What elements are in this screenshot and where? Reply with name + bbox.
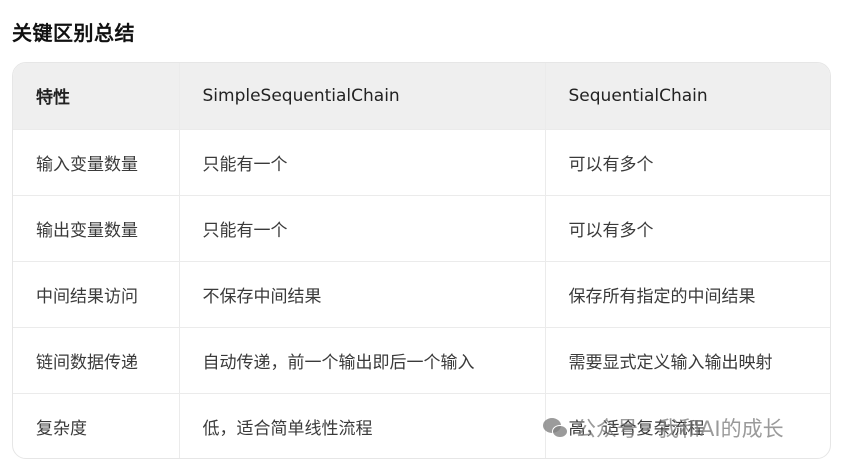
sequential-chain-cell: 可以有多个 [545,129,830,196]
comparison-table-container: 特性 SimpleSequentialChain SequentialChain… [12,62,831,459]
simple-chain-cell: 只能有一个 [179,129,546,196]
feature-cell: 中间结果访问 [13,261,180,328]
header-simple-sequential-chain: SimpleSequentialChain [179,63,546,130]
comparison-table: 特性 SimpleSequentialChain SequentialChain… [13,63,830,458]
simple-chain-cell: 只能有一个 [179,195,546,262]
simple-chain-cell: 低，适合简单线性流程 [179,393,546,458]
table-row: 中间结果访问 不保存中间结果 保存所有指定的中间结果 [13,261,830,328]
sequential-chain-cell: 高，适合复杂流程 [568,418,705,439]
table-row: 输入变量数量 只能有一个 可以有多个 [13,129,830,196]
sequential-chain-cell: 保存所有指定的中间结果 [545,261,830,328]
simple-chain-cell: 自动传递，前一个输出即后一个输入 [179,327,546,394]
table-row: 复杂度 低，适合简单线性流程 高，适合复杂流程 [13,393,830,458]
table-row: 链间数据传递 自动传递，前一个输出即后一个输入 需要显式定义输入输出映射 [13,327,830,394]
feature-cell: 链间数据传递 [13,327,180,394]
table-row: 输出变量数量 只能有一个 可以有多个 [13,195,830,262]
sequential-chain-cell: 需要显式定义输入输出映射 [545,327,830,394]
feature-cell: 输入变量数量 [13,129,180,196]
simple-chain-cell: 不保存中间结果 [179,261,546,328]
feature-cell: 输出变量数量 [13,195,180,262]
header-sequential-chain: SequentialChain [545,63,830,130]
feature-cell: 复杂度 [13,393,180,458]
table-header-row: 特性 SimpleSequentialChain SequentialChain [13,63,830,130]
sequential-chain-cell: 可以有多个 [545,195,830,262]
header-feature: 特性 [13,63,180,130]
section-heading: 关键区别总结 [12,21,135,45]
